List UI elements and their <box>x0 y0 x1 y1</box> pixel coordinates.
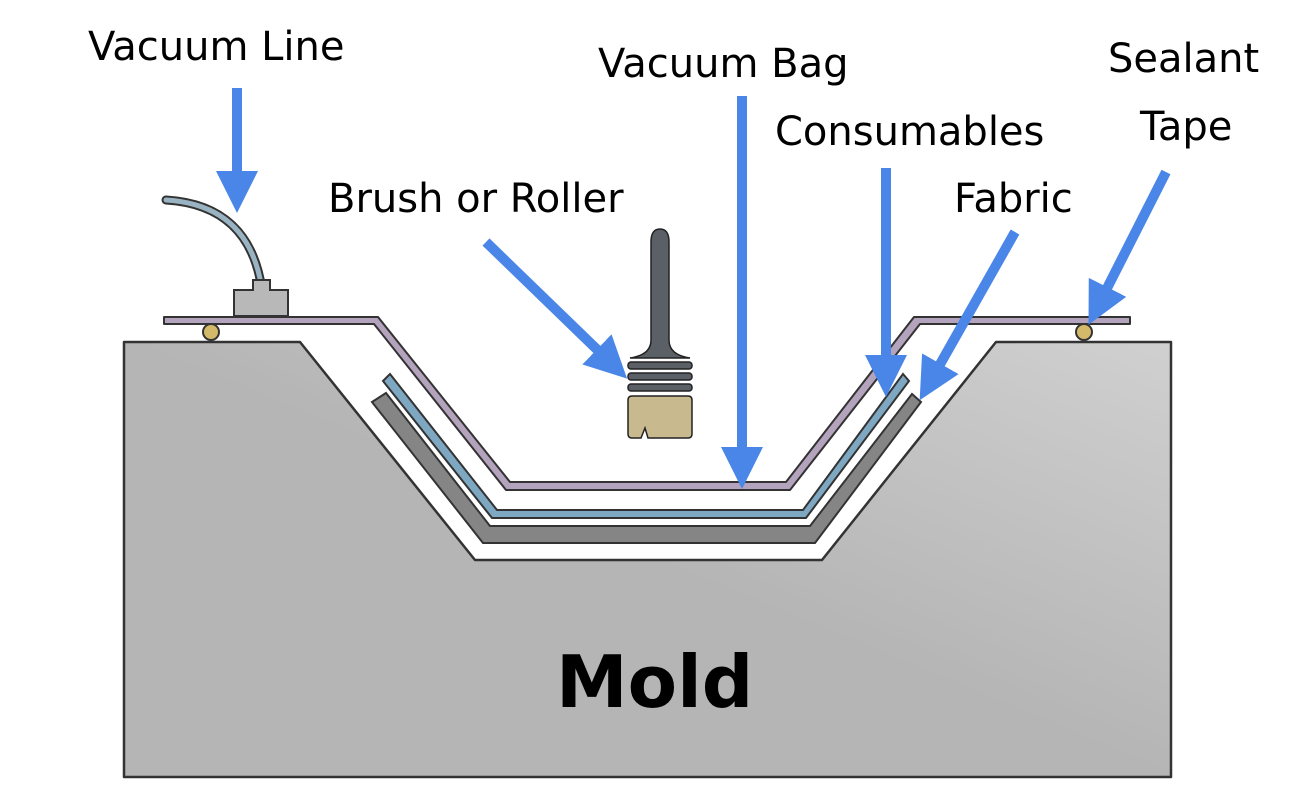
label-fabric: Fabric <box>954 176 1073 222</box>
label-brush-or-roller: Brush or Roller <box>328 176 624 222</box>
fabric-layer <box>370 391 923 544</box>
label-sealant-tape-2: Tape <box>1139 104 1232 150</box>
vacuum-connector <box>233 279 289 317</box>
brush-icon <box>627 228 693 439</box>
arrow-brush <box>482 238 628 379</box>
label-mold: Mold <box>556 640 753 724</box>
label-consumables: Consumables <box>775 109 1044 155</box>
label-vacuum-line: Vacuum Line <box>88 24 345 70</box>
arrow-fabric <box>919 229 1020 401</box>
mold <box>122 340 1173 779</box>
sealant-tape-left <box>202 323 220 341</box>
vacuum-line-hose-fill <box>163 197 265 293</box>
sealant-tape-right <box>1075 323 1093 341</box>
label-vacuum-bag: Vacuum Bag <box>598 41 849 87</box>
label-sealant-tape-1: Sealant <box>1108 36 1259 82</box>
arrow-sealant-tape <box>1088 169 1171 325</box>
